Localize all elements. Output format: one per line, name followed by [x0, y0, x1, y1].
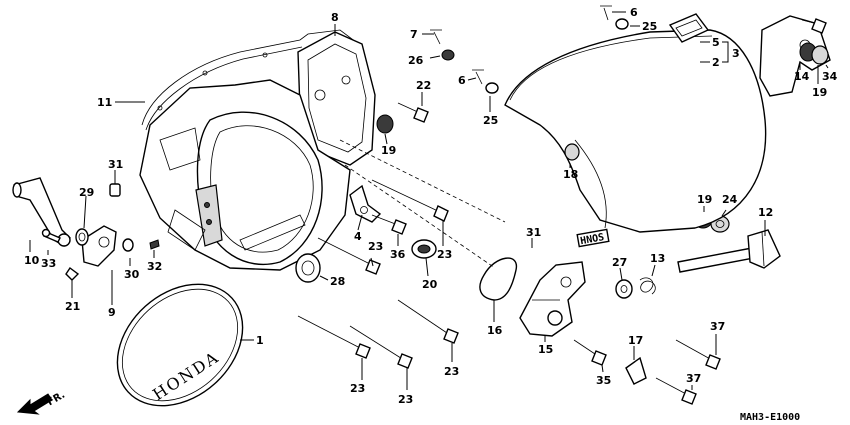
callout-25-mid: 25	[483, 114, 498, 127]
callout-2: 2	[712, 56, 720, 69]
callout-23-b: 23	[437, 248, 452, 261]
alignment-lines	[339, 139, 506, 269]
callout-8: 8	[331, 11, 339, 24]
front-arrow-icon	[16, 393, 53, 415]
callout-12: 12	[758, 206, 773, 219]
callout-26: 26	[408, 54, 424, 67]
callout-31-left: 31	[108, 158, 123, 171]
callout-19-right: 19	[697, 193, 712, 206]
diagram-code: MAH3-E1000	[740, 412, 800, 423]
callout-10: 10	[24, 254, 40, 267]
callout-22: 22	[416, 79, 431, 92]
callout-25-top: 25	[642, 20, 657, 33]
callout-13: 13	[650, 252, 665, 265]
part-large-cover: HNOS	[504, 29, 767, 248]
callout-23-c: 23	[350, 382, 365, 395]
callout-17: 17	[628, 334, 643, 347]
callout-21: 21	[65, 300, 80, 313]
callout-labels: 1 2 3 4 5 6 6 7 8 9 10 11 12 13 14 15 16…	[24, 6, 838, 406]
callout-32: 32	[147, 260, 162, 273]
callout-5: 5	[712, 36, 720, 49]
callout-23-d: 23	[398, 393, 413, 406]
callout-3: 3	[732, 47, 740, 60]
callout-31-right: 31	[526, 226, 541, 239]
part-shaft-arm	[677, 229, 781, 273]
front-label: FR.	[46, 390, 68, 409]
part-grommet-19-left	[376, 114, 394, 134]
part-pump-body	[519, 261, 586, 337]
part-crankcase-cover	[139, 79, 351, 271]
front-direction-arrow: FR.	[16, 390, 68, 415]
callout-37-b: 37	[686, 372, 701, 385]
part-bolts	[297, 18, 827, 405]
callout-36: 36	[390, 248, 406, 261]
part-washer-27	[615, 279, 633, 299]
part-grommet-18	[564, 143, 580, 161]
part-plate-5	[668, 13, 710, 43]
part-case-gasket	[141, 29, 373, 131]
callout-24: 24	[722, 193, 738, 206]
callout-23-e: 23	[444, 365, 459, 378]
callout-27: 27	[612, 256, 627, 269]
callout-29: 29	[79, 186, 94, 199]
callout-30: 30	[124, 268, 140, 281]
part-bracket-4	[349, 184, 382, 223]
leader-lines	[29, 11, 829, 390]
callout-11: 11	[97, 96, 112, 109]
callout-19-top-right: 19	[812, 86, 827, 99]
callout-35: 35	[596, 374, 611, 387]
callout-23-a: 23	[368, 240, 383, 253]
callout-14: 14	[794, 70, 810, 83]
callout-37-a: 37	[710, 320, 725, 333]
callout-19-left: 19	[381, 144, 396, 157]
part-grommets-top-right	[799, 42, 829, 65]
part-bearing-28	[295, 253, 321, 283]
part-small-bracket	[81, 225, 117, 267]
callout-20: 20	[422, 278, 438, 291]
part-o-ring-16	[479, 257, 518, 301]
part-spring-13	[639, 277, 656, 295]
part-grommet-20	[411, 239, 437, 259]
part-washers-pins	[430, 5, 629, 94]
cover-mark-text: HNOS	[580, 232, 606, 247]
part-tube-fitting	[12, 177, 71, 247]
part-side-cover-oval: HONDA	[116, 283, 244, 407]
callout-9: 9	[108, 306, 116, 319]
callout-18: 18	[563, 168, 578, 181]
callout-6-mid: 6	[458, 74, 466, 87]
callout-15: 15	[538, 343, 553, 356]
callout-28: 28	[330, 275, 345, 288]
part-clip-17	[625, 356, 647, 385]
callout-4: 4	[354, 230, 362, 243]
callout-33: 33	[41, 257, 56, 270]
callout-16: 16	[487, 324, 503, 337]
callout-7: 7	[410, 28, 418, 41]
callout-1: 1	[256, 334, 264, 347]
part-small-hardware	[41, 183, 160, 281]
callout-6-top: 6	[630, 6, 638, 19]
callout-34: 34	[822, 70, 838, 83]
